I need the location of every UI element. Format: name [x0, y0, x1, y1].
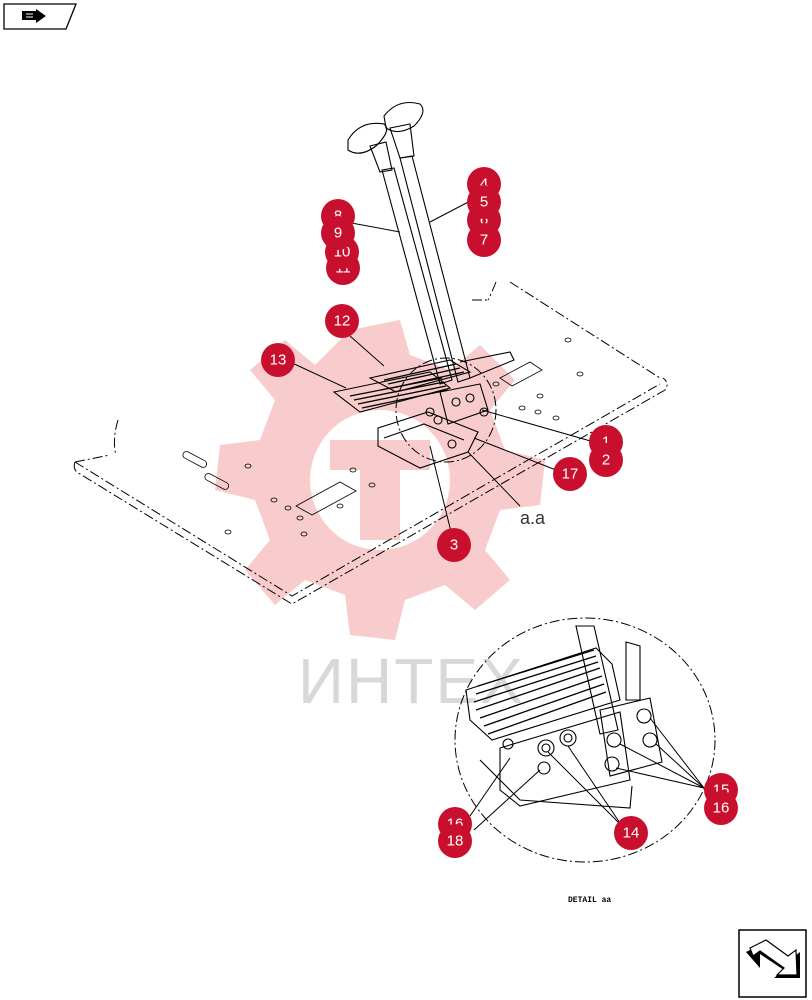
- svg-text:1: 1: [602, 434, 610, 451]
- svg-text:13: 13: [270, 352, 287, 369]
- back-nav-tab[interactable]: [3, 3, 77, 30]
- floor-plate: [73, 281, 668, 605]
- detail-view: [454, 617, 716, 863]
- next-nav-button[interactable]: [738, 929, 807, 998]
- callout-17[interactable]: 17: [553, 457, 587, 491]
- callout-5[interactable]: 5: [467, 185, 501, 219]
- watermark-gear-logo: [215, 320, 545, 640]
- callout-16-right[interactable]: 16: [704, 791, 738, 825]
- svg-text:4: 4: [480, 176, 488, 193]
- detail-label: DETAIL aa: [568, 896, 611, 905]
- callout-13[interactable]: 13: [261, 343, 295, 377]
- svg-text:17: 17: [562, 466, 579, 483]
- svg-text:7: 7: [480, 232, 488, 249]
- callout-2[interactable]: 2: [589, 443, 623, 477]
- arrow-book-icon: [22, 9, 46, 23]
- svg-text:12: 12: [334, 313, 351, 330]
- control-valve-assembly: [332, 101, 515, 469]
- svg-text:2: 2: [602, 452, 610, 469]
- callout-9[interactable]: 9: [321, 216, 355, 250]
- callout-14[interactable]: 14: [614, 816, 648, 850]
- svg-text:3: 3: [450, 537, 458, 554]
- svg-text:18: 18: [447, 833, 464, 850]
- callout-7[interactable]: 7: [467, 223, 501, 257]
- watermark-text: ИНТЕХ: [298, 645, 525, 717]
- callout-3[interactable]: 3: [437, 528, 471, 562]
- view-label: a.a: [520, 508, 546, 528]
- svg-text:16: 16: [713, 800, 730, 817]
- svg-text:14: 14: [623, 825, 640, 842]
- callout-group: 4 6 7 5 11 10 8 9 12 13 1 2 17 3 16 18 1…: [261, 167, 738, 858]
- callout-18[interactable]: 18: [438, 824, 472, 858]
- svg-text:5: 5: [480, 194, 488, 211]
- arrow-right-icon: [746, 939, 800, 978]
- svg-text:6: 6: [480, 212, 488, 229]
- svg-text:9: 9: [334, 225, 342, 242]
- callout-12[interactable]: 12: [325, 304, 359, 338]
